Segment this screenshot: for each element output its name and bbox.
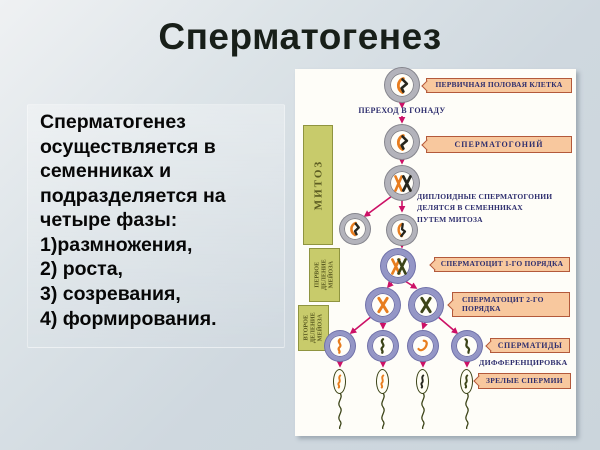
cell-spermatid-1: [325, 331, 355, 361]
chromatid-squiggle-icon: [380, 374, 385, 389]
banner-mature-sperm: ЗРЕЛЫЕ СПЕРМИИ: [478, 373, 571, 389]
phase-box-meiosis1: ПЕРВОЕ ДЕЛЕНИЕ МЕЙОЗА: [309, 248, 340, 302]
label-diploid-note: ДИПЛОИДНЫЕ СПЕРМАТОГОНИИ ДЕЛЯТСЯ В СЕМЕН…: [417, 192, 553, 224]
cell-spermatid-2: [368, 331, 398, 361]
banner-spermatocyte-2: СПЕРМАТОЦИТ 2-ГО ПОРЯДКА: [452, 292, 570, 317]
page-title: Сперматогенез: [158, 16, 442, 57]
chromatid-squiggle-icon: [464, 374, 469, 389]
cell-spermatocyte-2-left: [366, 288, 400, 322]
chromosome-xx-icon: [393, 174, 412, 192]
flow-arrows: [336, 101, 471, 368]
chromosome-x-orange-icon: [377, 296, 389, 314]
cell-daughter-right: [387, 215, 417, 245]
sperm-head-4: [460, 369, 473, 394]
sperm-head-3: [416, 369, 429, 394]
phase-box-meiosis2: ВТОРОЕ ДЕЛЕНИЕ МЕЙОЗА: [298, 305, 329, 351]
banner-spermatogonium: СПЕРМАТОГОНИЙ: [426, 136, 572, 153]
cell-spermatid-3: [408, 331, 438, 361]
sperm-tail-3: [421, 393, 425, 429]
sperm-tail-1: [338, 393, 342, 429]
cell-spermatogonium: [385, 125, 419, 159]
cell-daughter-left: [340, 214, 370, 244]
sperm-head-2: [376, 369, 389, 394]
chromatid-squiggle-icon: [337, 374, 342, 389]
cell-spermatid-4: [452, 331, 482, 361]
cell-primary-germ: [385, 68, 419, 102]
chromosome-pair-icon: [396, 133, 408, 151]
phase-box-mitosis: МИТОЗ: [303, 125, 333, 245]
sperm-tail-2: [381, 393, 385, 429]
chromatid-squiggle-icon: [464, 338, 471, 354]
banner-primary-germ-cell: ПЕРВИЧНАЯ ПОЛОВАЯ КЛЕТКА: [426, 78, 572, 93]
description-text: Сперматогенез осуществляется в семенника…: [40, 111, 226, 330]
label-transition-to-gonad: ПЕРЕХОД В ГОНАДУ: [358, 106, 446, 115]
chromatid-squiggle-icon: [420, 374, 425, 389]
chromatid-squiggle-icon: [380, 338, 385, 354]
banner-spermatids: СПЕРМАТИДЫ: [490, 338, 570, 353]
text-placeholder-plate: [27, 104, 285, 348]
chromosome-pair-icon: [350, 221, 360, 237]
chromatid-squiggle-icon: [417, 339, 428, 352]
banner-spermatocyte-1: СПЕРМАТОЦИТ 1-ГО ПОРЯДКА: [434, 257, 570, 272]
chromosome-bivalent-icon: [390, 257, 407, 275]
cell-spermatocyte-1: [381, 249, 415, 283]
sperm-tail-4: [465, 393, 469, 429]
diagram-panel: МИТОЗ ПЕРВОЕ ДЕЛЕНИЕ МЕЙОЗА ВТОРОЕ ДЕЛЕН…: [295, 68, 576, 436]
chromosome-pair-icon: [396, 76, 408, 94]
sperm-head-1: [333, 369, 346, 394]
label-differentiation: ДИФФЕРЕНЦИРОВКА: [479, 358, 568, 367]
chromosome-x-dark-icon: [420, 296, 432, 314]
cell-diploid-spermatogonia: [385, 166, 419, 200]
cell-spermatocyte-2-right: [409, 288, 443, 322]
chromatid-squiggle-icon: [337, 338, 342, 354]
chromosome-pair-icon: [397, 222, 407, 238]
